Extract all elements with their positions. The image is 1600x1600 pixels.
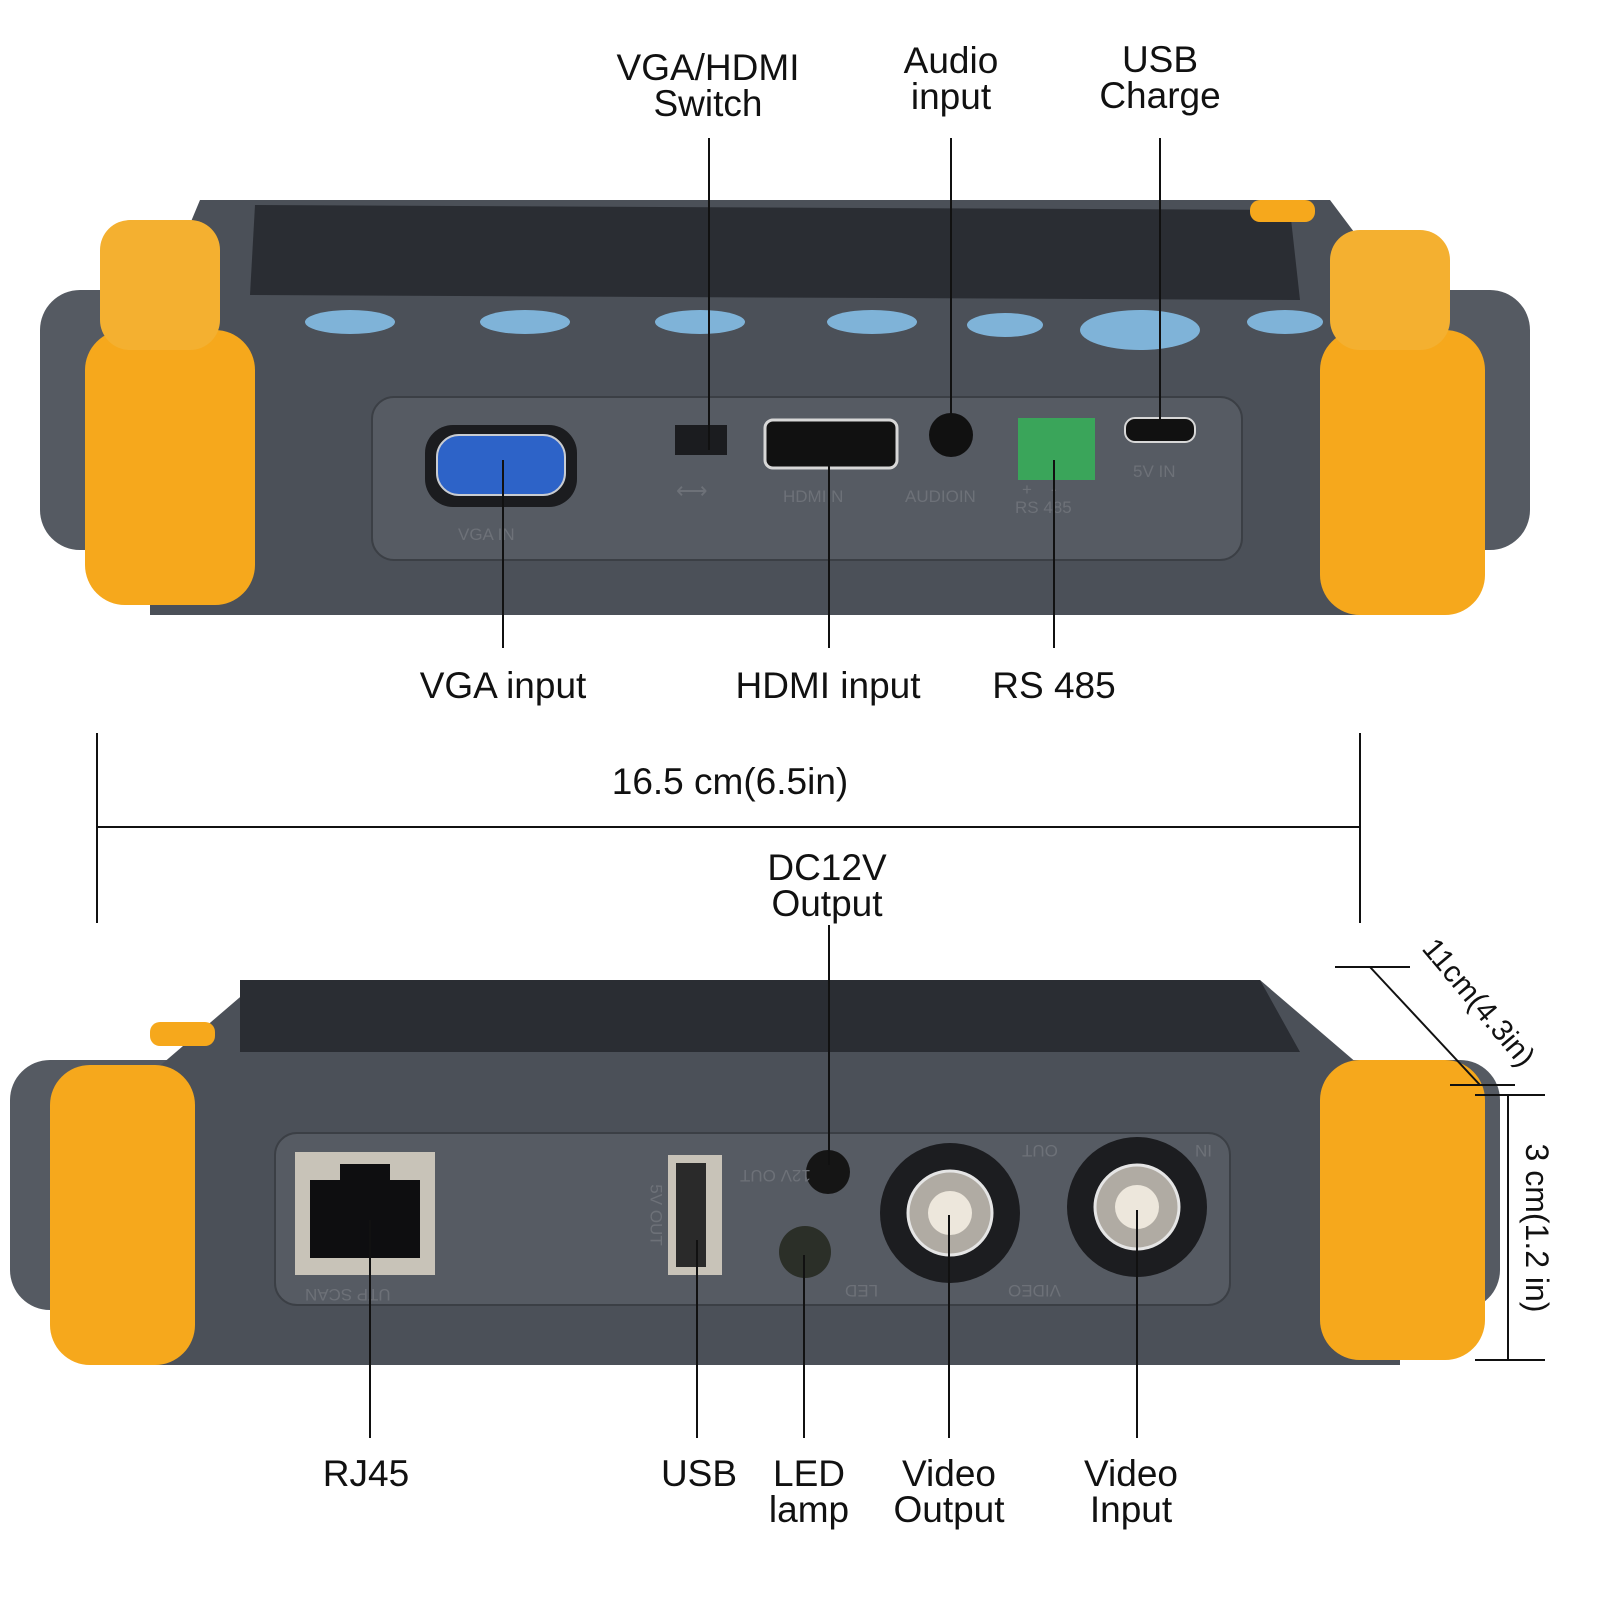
marking-video: VIDEO [1008, 1281, 1061, 1300]
label-line: Input [1089, 1489, 1173, 1530]
audio-jack [929, 413, 973, 457]
label-led-lamp: LED lamp [768, 1453, 850, 1530]
label-dc12v-output: DC12V Output [767, 847, 887, 924]
marking-rs485-polarity: + - [1022, 480, 1057, 499]
label-video-output: Video Output [893, 1453, 1005, 1530]
screen [240, 980, 1300, 1052]
leader-line [1136, 1210, 1138, 1438]
marking-dc-out: 12V OUT [740, 1166, 811, 1185]
power-button [150, 1022, 215, 1046]
leader-line [502, 460, 504, 648]
label-line: input [910, 76, 992, 117]
label-line: Output [771, 883, 883, 924]
leader-line [803, 1255, 805, 1438]
power-button [1250, 200, 1315, 222]
label-line: LED [773, 1453, 845, 1494]
label-line: Switch [653, 83, 763, 124]
label-line: Video [902, 1453, 996, 1494]
rs485-terminal [1018, 418, 1095, 480]
bumper-right [1320, 330, 1485, 615]
label-line: USB [660, 1453, 738, 1494]
bumper-left [50, 1065, 195, 1365]
label-line: lamp [768, 1489, 850, 1530]
bumper-right [1320, 1060, 1485, 1360]
label-line: Output [893, 1489, 1005, 1530]
leader-line [828, 450, 830, 648]
front-buttons [305, 310, 1323, 350]
label-hdmi-input: HDMI input [735, 665, 921, 706]
leader-line [708, 138, 710, 450]
leader-line [950, 138, 952, 430]
marking-rs485: RS 485 [1015, 498, 1072, 517]
label-rs485: RS 485 [992, 665, 1116, 706]
label-line: Audio [903, 40, 999, 81]
label-line: DC12V [767, 847, 887, 888]
label-usb: USB [660, 1453, 738, 1494]
label-line: Charge [1099, 75, 1221, 116]
marking-hdmi: HDMIIN [783, 487, 844, 506]
label-audio-input: Audio input [903, 40, 999, 117]
marking-led: LED [845, 1281, 879, 1300]
switch [675, 425, 727, 455]
marking-rj45: UTP SCAN [305, 1285, 391, 1304]
marking-usb-in: 5V IN [1133, 462, 1176, 481]
label-vga-input: VGA input [419, 665, 587, 706]
leader-line [369, 1220, 371, 1438]
dc-jack [806, 1150, 850, 1194]
marking-audio: AUDIOIN [905, 487, 976, 506]
marking-usb-out: 5V OUT [646, 1184, 666, 1246]
label-vga-hdmi-switch: VGA/HDMI Switch [616, 47, 800, 124]
marking-vga: VGA IN [458, 525, 515, 544]
marking-switch-arrow: ⟷ [676, 478, 708, 503]
led-lamp [779, 1226, 831, 1278]
leader-line [696, 1240, 698, 1438]
leader-line [1053, 460, 1055, 648]
label-line: Video [1084, 1453, 1178, 1494]
leader-line [1159, 138, 1161, 430]
label-line: USB [1121, 39, 1199, 80]
marking-in: IN [1195, 1141, 1212, 1160]
marking-out: OUT [1022, 1141, 1058, 1160]
vga-port [436, 434, 566, 496]
device-bottom-view [10, 980, 1500, 1365]
label-line: RJ45 [322, 1453, 410, 1494]
leader-line [828, 925, 830, 1165]
screen [250, 205, 1300, 300]
device-top-view [40, 200, 1530, 615]
label-video-input: Video Input [1084, 1453, 1178, 1530]
label-line: VGA/HDMI [616, 47, 800, 88]
hdmi-port [763, 418, 899, 470]
label-usb-charge: USB Charge [1099, 39, 1221, 116]
leader-line [948, 1215, 950, 1438]
label-rj45: RJ45 [322, 1453, 410, 1494]
bumper-left [85, 330, 255, 605]
dimension-width: 16.5 cm(6.5in) [611, 761, 849, 802]
dimension-lines [96, 733, 1545, 1361]
dimension-height: 3 cm(1.2 in) [1519, 1143, 1555, 1313]
